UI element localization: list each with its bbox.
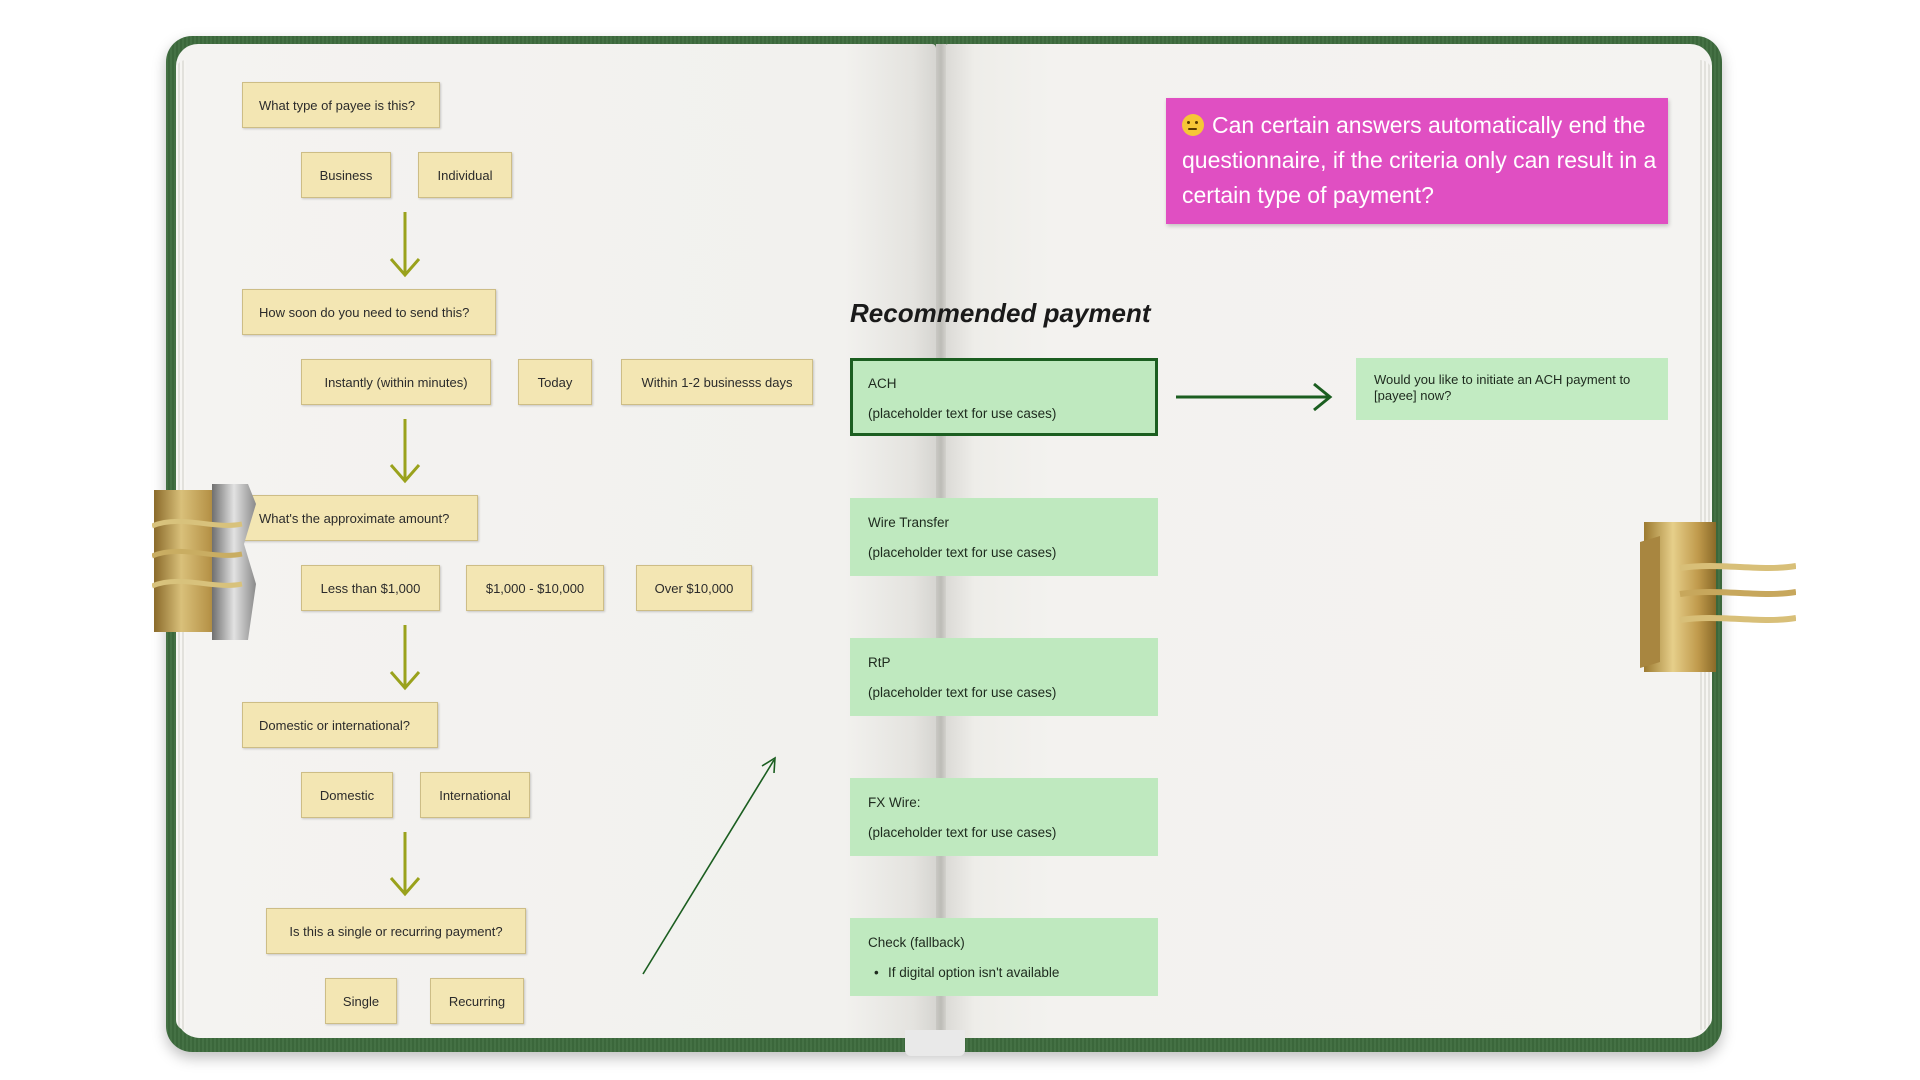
question-amount[interactable]: What's the approximate amount? <box>242 495 478 541</box>
open-question-note: Can certain answers automatically end th… <box>1166 98 1668 224</box>
option-individual[interactable]: Individual <box>418 152 512 198</box>
thinking-face-icon <box>1182 114 1204 136</box>
option-business[interactable]: Business <box>301 152 391 198</box>
payment-option-check[interactable]: Check (fallback) If digital option isn't… <box>850 918 1158 996</box>
binder-clip-icon <box>152 484 256 640</box>
option-over-10000[interactable]: Over $10,000 <box>636 565 752 611</box>
payment-option-title: Check (fallback) <box>868 935 965 950</box>
payment-option-title: RtP <box>868 655 891 670</box>
down-arrow-icon <box>389 419 421 484</box>
payment-option-detail: (placeholder text for use cases) <box>868 406 1057 421</box>
payment-option-detail: (placeholder text for use cases) <box>868 685 1057 700</box>
option-international[interactable]: International <box>420 772 530 818</box>
option-domestic[interactable]: Domestic <box>301 772 393 818</box>
option-single[interactable]: Single <box>325 978 397 1024</box>
down-arrow-icon <box>389 625 421 691</box>
payment-option-rtp[interactable]: RtP (placeholder text for use cases) <box>850 638 1158 716</box>
right-arrow-icon <box>1176 382 1333 412</box>
recommended-payment-heading: Recommended payment <box>850 298 1151 328</box>
payment-option-detail: (placeholder text for use cases) <box>868 545 1057 560</box>
option-within-1-2-days[interactable]: Within 1-2 businesss days <box>621 359 813 405</box>
down-arrow-icon <box>389 212 421 278</box>
payment-option-wire-transfer[interactable]: Wire Transfer (placeholder text for use … <box>850 498 1158 576</box>
open-question-text: Can certain answers automatically end th… <box>1182 112 1657 208</box>
option-1000-10000[interactable]: $1,000 - $10,000 <box>466 565 604 611</box>
option-recurring[interactable]: Recurring <box>430 978 524 1024</box>
payment-option-ach[interactable]: ACH (placeholder text for use cases) <box>850 358 1158 436</box>
question-send-timing[interactable]: How soon do you need to send this? <box>242 289 496 335</box>
question-single-recurring[interactable]: Is this a single or recurring payment? <box>266 908 526 954</box>
payment-option-fx-wire[interactable]: FX Wire: (placeholder text for use cases… <box>850 778 1158 856</box>
down-arrow-icon <box>389 832 421 897</box>
left-page <box>176 44 936 1038</box>
option-instantly[interactable]: Instantly (within minutes) <box>301 359 491 405</box>
initiate-payment-prompt[interactable]: Would you like to initiate an ACH paymen… <box>1356 358 1668 420</box>
diagonal-arrow-icon <box>642 756 776 975</box>
payment-option-detail: (placeholder text for use cases) <box>868 825 1057 840</box>
payment-option-detail: If digital option isn't available <box>868 962 1158 984</box>
ribbon-bookmark <box>905 1030 965 1056</box>
question-payee-type[interactable]: What type of payee is this? <box>242 82 440 128</box>
option-less-than-1000[interactable]: Less than $1,000 <box>301 565 440 611</box>
payment-option-title: FX Wire: <box>868 795 921 810</box>
payment-option-title: Wire Transfer <box>868 515 950 530</box>
question-domestic-international[interactable]: Domestic or international? <box>242 702 438 748</box>
option-today[interactable]: Today <box>518 359 592 405</box>
payment-option-title: ACH <box>868 376 897 391</box>
binder-clip-icon <box>1640 522 1796 672</box>
